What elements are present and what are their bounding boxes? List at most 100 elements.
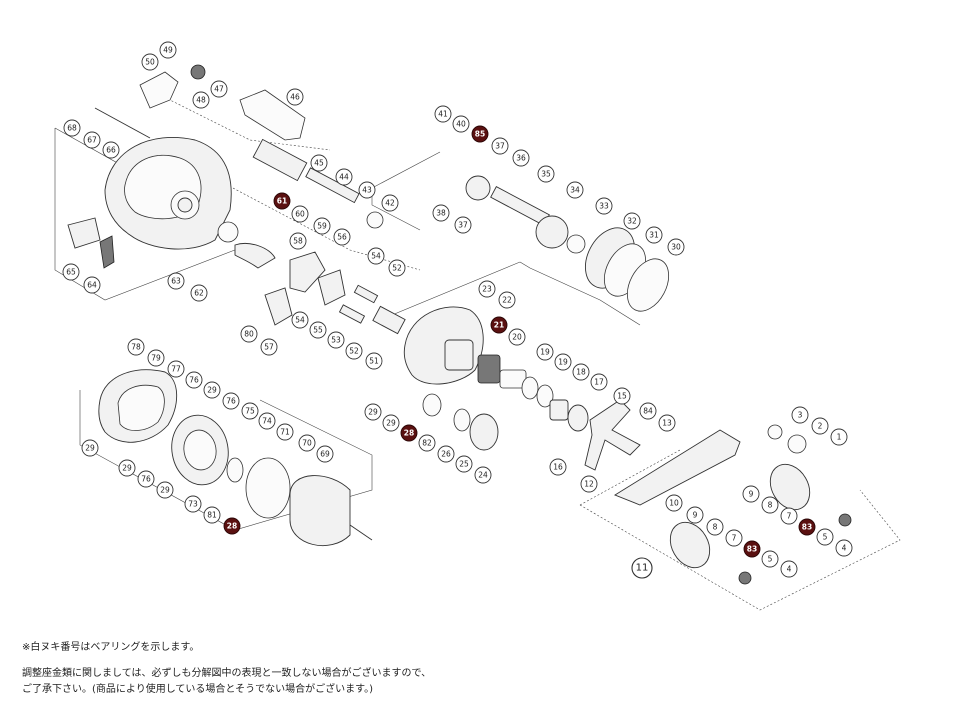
- callout-number: 54: [371, 252, 381, 261]
- callout-bubble: [490, 316, 508, 334]
- callout-83: 83: [743, 540, 761, 558]
- callout-bubble: [81, 439, 99, 457]
- callout-12: 12: [580, 475, 598, 493]
- callout-bubble: [273, 192, 291, 210]
- callout-bubble: [418, 434, 436, 452]
- callout-63: 63: [167, 272, 185, 290]
- callout-bubble: [536, 343, 554, 361]
- callout-number: 21: [494, 321, 504, 330]
- callout-bubble: [260, 338, 278, 356]
- callout-49: 49: [159, 41, 177, 59]
- callout-number: 24: [478, 471, 488, 480]
- callout-bubble: [364, 403, 382, 421]
- callout-number: 55: [313, 326, 323, 335]
- callout-number: 48: [196, 96, 206, 105]
- callout-number: 7: [787, 512, 792, 521]
- callout-number: 29: [207, 386, 217, 395]
- callout-81: 81: [203, 506, 221, 524]
- callout-bubble: [309, 321, 327, 339]
- callout-68: 68: [63, 119, 81, 137]
- callout-53: 53: [327, 331, 345, 349]
- callout-84: 84: [639, 402, 657, 420]
- handle-parts: [614, 424, 852, 585]
- callout-17: 17: [590, 373, 608, 391]
- callout-2: 2: [811, 417, 829, 435]
- callout-bubble: [210, 80, 228, 98]
- callout-bubble: [83, 276, 101, 294]
- callout-62: 62: [190, 284, 208, 302]
- callout-bubble: [167, 272, 185, 290]
- callout-11: 11: [631, 557, 653, 579]
- callout-number: 44: [339, 173, 349, 182]
- callout-bubble: [816, 528, 834, 546]
- callout-bubble: [241, 402, 259, 420]
- callout-5: 5: [816, 528, 834, 546]
- callout-77: 77: [167, 360, 185, 378]
- callout-number: 83: [802, 523, 812, 532]
- callout-number: 61: [277, 197, 287, 206]
- callout-bubble: [388, 259, 406, 277]
- callout-number: 52: [392, 264, 402, 273]
- callout-bubble: [706, 518, 724, 536]
- callout-bubble: [595, 197, 613, 215]
- callout-bubble: [761, 550, 779, 568]
- callout-bubble: [623, 212, 641, 230]
- callout-bubble: [798, 518, 816, 536]
- callout-5: 5: [761, 550, 779, 568]
- callout-bubble: [742, 485, 760, 503]
- callout-number: 20: [512, 333, 522, 342]
- callout-58: 58: [289, 232, 307, 250]
- callout-bubble: [452, 115, 470, 133]
- callout-37: 37: [491, 137, 509, 155]
- callout-48: 48: [192, 91, 210, 109]
- callout-number: 28: [404, 429, 414, 438]
- callout-38: 38: [432, 204, 450, 222]
- callout-bubble: [474, 466, 492, 484]
- callout-29: 29: [382, 414, 400, 432]
- callout-bubble: [367, 247, 385, 265]
- callout-57: 57: [260, 338, 278, 356]
- callout-number: 78: [131, 343, 141, 352]
- callout-30: 30: [667, 238, 685, 256]
- callout-number: 76: [141, 475, 151, 484]
- callout-23: 23: [478, 280, 496, 298]
- callout-number: 68: [67, 124, 77, 133]
- callout-number: 83: [747, 545, 757, 554]
- callout-bubble: [291, 205, 309, 223]
- callout-bubble: [498, 291, 516, 309]
- callout-29: 29: [81, 439, 99, 457]
- callout-number: 9: [693, 511, 698, 520]
- callout-number: 76: [189, 376, 199, 385]
- callout-8: 8: [761, 496, 779, 514]
- callout-number: 79: [151, 354, 161, 363]
- callout-bubble: [276, 423, 294, 441]
- callout-number: 42: [385, 199, 395, 208]
- callout-42: 42: [381, 194, 399, 212]
- callout-29: 29: [364, 403, 382, 421]
- callout-number: 15: [617, 392, 627, 401]
- callout-4: 4: [780, 560, 798, 578]
- callout-number: 58: [293, 237, 303, 246]
- callout-number: 75: [245, 407, 255, 416]
- callout-number: 10: [669, 499, 679, 508]
- callout-69: 69: [316, 445, 334, 463]
- callout-number: 64: [87, 281, 97, 290]
- callout-number: 47: [214, 85, 224, 94]
- callout-26: 26: [437, 445, 455, 463]
- callout-bubble: [639, 402, 657, 420]
- callout-66: 66: [102, 141, 120, 159]
- callout-24: 24: [474, 466, 492, 484]
- callout-bubble: [554, 353, 572, 371]
- callout-bubble: [147, 349, 165, 367]
- callout-54: 54: [291, 311, 309, 329]
- callout-bubble: [382, 414, 400, 432]
- callout-number: 29: [160, 486, 170, 495]
- callout-number: 77: [171, 365, 181, 374]
- callout-bubble: [156, 481, 174, 499]
- callout-number: 26: [441, 450, 451, 459]
- callout-8: 8: [706, 518, 724, 536]
- callout-bubble: [432, 204, 450, 222]
- callout-29: 29: [203, 381, 221, 399]
